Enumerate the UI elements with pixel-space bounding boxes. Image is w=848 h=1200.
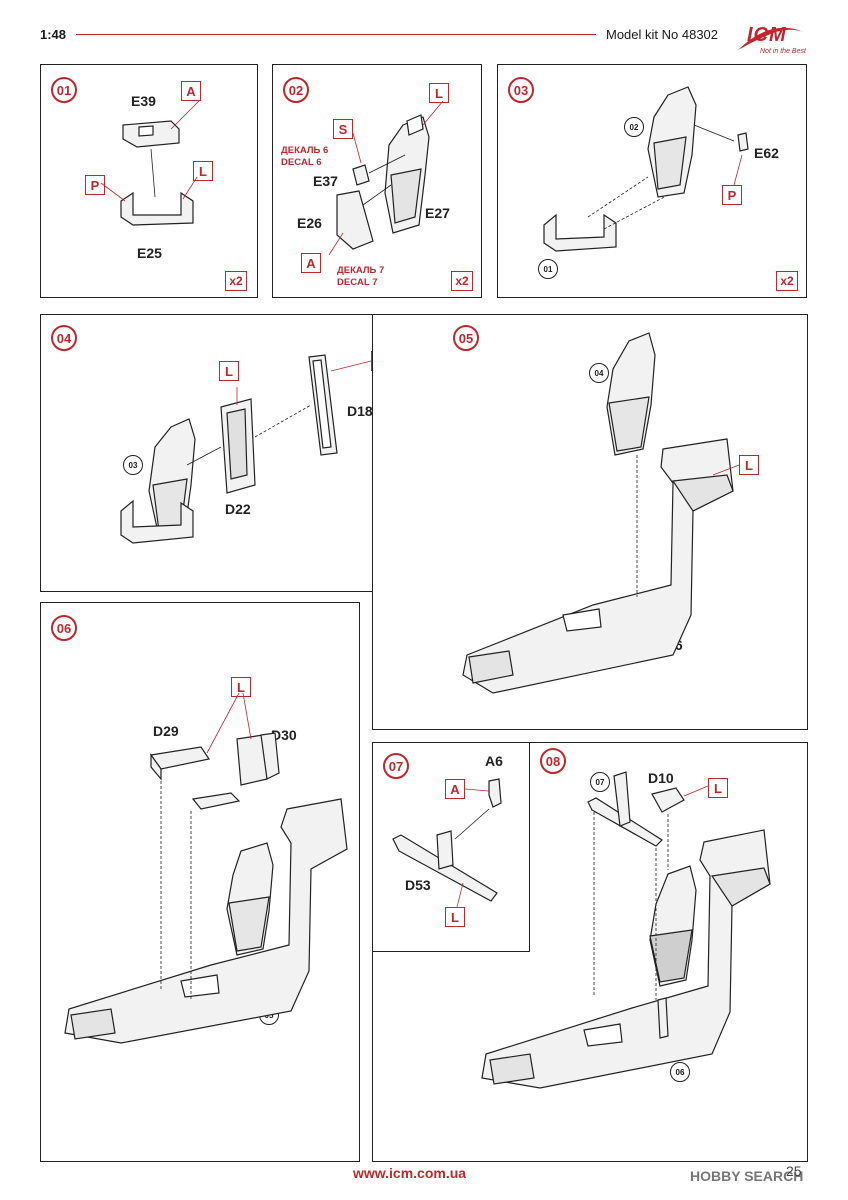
step-05-panel: 05 04 L D36 [372, 314, 808, 730]
tag-l: L [445, 907, 465, 927]
step-ref: 04 [589, 363, 609, 383]
seat-assembly-drawing [543, 86, 749, 252]
seat-back-drawing [328, 100, 444, 256]
part-label: D30 [271, 727, 297, 743]
decal-label: ДЕКАЛЬ 7 [337, 265, 385, 276]
tag-p: P [85, 175, 105, 195]
part-label: E25 [137, 245, 162, 261]
step-02-panel: 02 S L ДЕКАЛЬ 6 DECAL 6 E37 E26 E27 A ДЕ… [272, 64, 482, 298]
cockpit-side-panels-drawing [64, 692, 348, 1044]
footer-url[interactable]: www.icm.com.ua [353, 1165, 467, 1181]
step-ref: 03 [123, 455, 143, 475]
multiplier-badge: x2 [451, 271, 473, 291]
multiplier-badge: x2 [776, 271, 798, 291]
step-number: 04 [51, 325, 77, 351]
decal-label: DECAL 7 [337, 277, 378, 288]
part-label: D18 [347, 403, 373, 419]
part-label: E37 [313, 173, 338, 189]
step-ref: 01 [538, 259, 558, 279]
handle-bar-drawing [392, 778, 502, 908]
part-label: E62 [754, 145, 779, 161]
cockpit-tub-drawing [462, 332, 740, 694]
header-rule [76, 34, 596, 35]
part-label: D53 [405, 877, 431, 893]
decal-label: ДЕКАЛЬ 6 [281, 145, 329, 156]
step-number: 08 [540, 748, 566, 774]
tag-s: S [333, 119, 353, 139]
step-ref: 06 [670, 1062, 690, 1082]
step-07-panel: 07 A6 A D53 L [372, 742, 530, 952]
step-number: 02 [283, 77, 309, 103]
step-01-panel: 01 E39 A P L E25 x2 [40, 64, 258, 298]
part-label: E39 [131, 93, 156, 109]
tag-p: P [722, 185, 742, 205]
step-06-panel: 06 L D29 D30 05 [40, 602, 360, 1162]
part-label: D22 [225, 501, 251, 517]
part-label: E26 [297, 215, 322, 231]
scale-label: 1:48 [40, 27, 67, 42]
logo-tagline: Not in the Best [760, 48, 806, 55]
step-number: 07 [383, 753, 409, 779]
decal-label: DECAL 6 [281, 157, 322, 168]
kit-number: Model kit No 48302 [606, 27, 719, 42]
part-label: E27 [425, 205, 450, 221]
part-label: D29 [153, 723, 179, 739]
step-03-panel: 03 02 E62 P 01 x2 [497, 64, 807, 298]
step-ref: 07 [590, 772, 610, 792]
multiplier-badge: x2 [225, 271, 247, 291]
tag-l: L [219, 361, 239, 381]
watermark-text: HOBBY SEARCH [690, 1168, 804, 1184]
tag-l: L [739, 455, 759, 475]
tag-l: L [708, 778, 728, 798]
tag-l: L [193, 161, 213, 181]
seat-rail-drawing [120, 354, 372, 544]
step-number: 05 [453, 325, 479, 351]
part-label: D10 [648, 770, 674, 786]
tag-a: A [445, 779, 465, 799]
tag-a: A [181, 81, 201, 101]
tag-l: L [429, 83, 449, 103]
icm-logo-icon [738, 27, 804, 50]
step-number: 01 [51, 77, 77, 103]
part-label: A6 [485, 753, 503, 769]
tag-a: A [301, 253, 321, 273]
logo-text: ICM [747, 24, 787, 46]
page-number: 25 [786, 1163, 802, 1179]
seat-cushion-drawing [100, 100, 200, 226]
tag-l: L [231, 677, 251, 697]
step-number: 03 [508, 77, 534, 103]
step-ref: 02 [624, 117, 644, 137]
step-number: 06 [51, 615, 77, 641]
